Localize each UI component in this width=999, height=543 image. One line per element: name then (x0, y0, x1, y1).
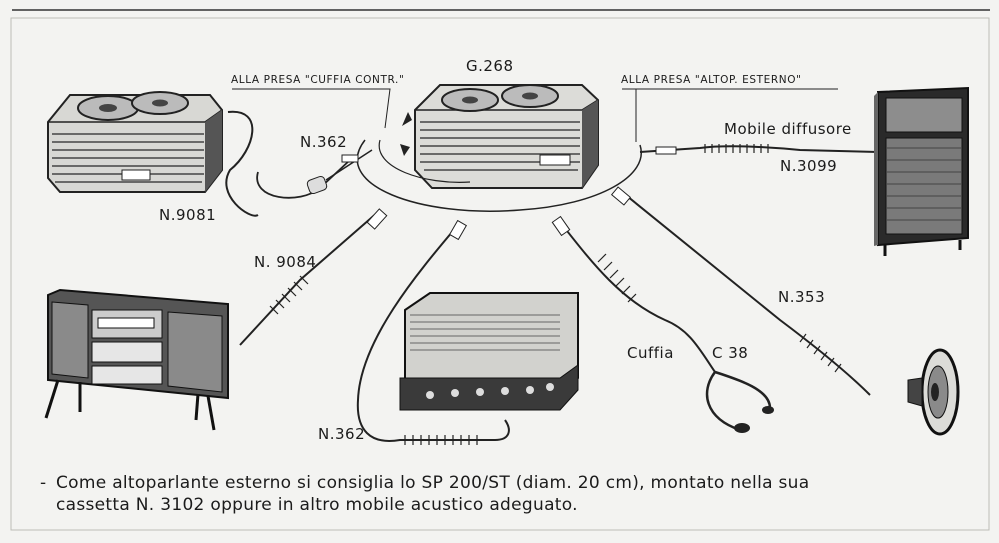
footnote: -Come altoparlante esterno si consiglia … (40, 472, 985, 516)
leader-cuffia (232, 89, 390, 128)
headphone (707, 372, 774, 433)
cable-n353-label: N.353 (778, 290, 825, 305)
presa-cuffia-label: ALLA PRESA "CUFFIA CONTR." (231, 75, 404, 86)
amplifier (400, 293, 578, 410)
tape-recorder-g268 (415, 85, 598, 188)
cable-n362-top-label: N.362 (300, 135, 347, 150)
speaker-cabinet (874, 88, 968, 256)
presa-altop-label: ALLA PRESA "ALTOP. ESTERNO" (621, 75, 802, 86)
footnote-line-1: Come altoparlante esterno si consiglia l… (56, 473, 809, 493)
speaker-cabinet-label: Mobile diffusore (724, 122, 852, 137)
cable-n362-bottom-label: N.362 (318, 427, 365, 442)
headphone-label: Cuffia (627, 346, 674, 361)
cable-n9081-label: N.9081 (159, 208, 216, 223)
radiogram-console (46, 290, 228, 430)
center-device-label: G.268 (466, 59, 514, 74)
footnote-line-2: cassetta N. 3102 oppure in altro mobile … (40, 494, 985, 516)
headphone-model-label: C 38 (712, 346, 748, 361)
cable-n9084-label: N. 9084 (254, 255, 316, 270)
cable-n9081 (226, 112, 258, 216)
footnote-dash: - (40, 472, 56, 494)
cable-n3099-label: N.3099 (780, 159, 837, 174)
cable-n353 (622, 192, 870, 395)
tape-recorder-left (48, 92, 222, 192)
loudspeaker (908, 350, 958, 434)
cable-n9084 (240, 212, 378, 345)
